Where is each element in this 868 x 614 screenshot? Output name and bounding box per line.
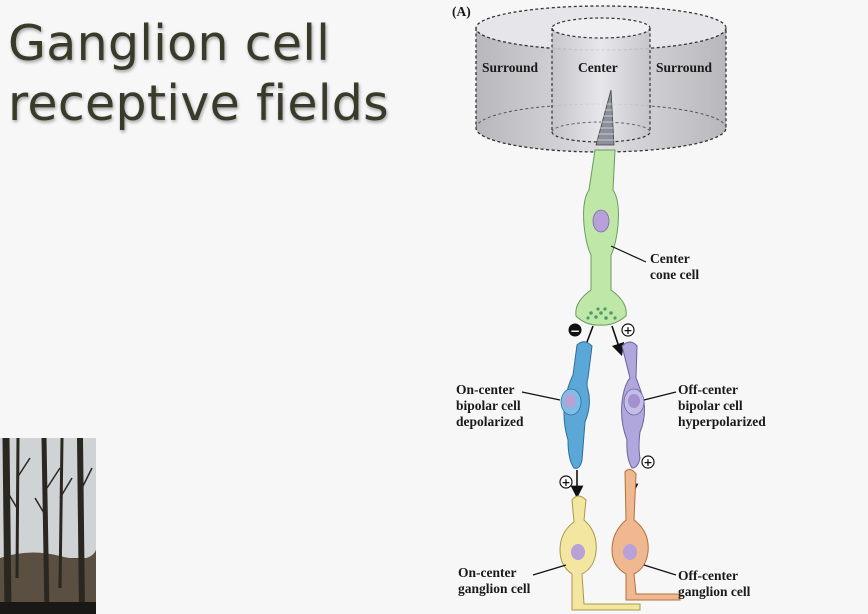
cone-cell [575,89,627,326]
off-center-ganglion-cell [611,468,681,601]
off-center-bipolar-cell [621,341,645,469]
cone-label-line2: cone cell [650,267,699,282]
on-bipolar-leader-line [521,391,561,401]
on-bipolar-label-line1: On-center [456,382,514,397]
slide-title: Ganglion cell receptive fields [8,14,389,134]
off-ganglion-label-line2: ganglion cell [678,584,751,599]
off-bipolar-label-line2: bipolar cell [678,398,743,413]
receptive-field-cylinder [475,5,727,153]
minus-sign-badge: − [568,323,582,338]
slide-title-line-1: Ganglion cell [8,15,331,72]
off-ganglion-label-line1: Off-center [678,568,738,583]
on-ganglion-leader-line [532,564,567,576]
cone-to-off-bipolar-arrow [611,325,625,357]
surround-right-label: Surround [656,60,713,75]
off-bipolar-label-line3: hyperpolarized [678,414,766,429]
plus-sign-badge-off: + [641,455,655,469]
on-bipolar-label-line2: bipolar cell [456,398,521,413]
on-ganglion-label-line2: ganglion cell [458,581,531,596]
on-bipolar-label-line3: depolarized [456,414,524,429]
plus-sign-badge-on: + [559,475,573,489]
svg-text:+: + [643,456,652,469]
plus-sign-badge-top: + [621,323,635,337]
surround-left-label: Surround [482,60,539,75]
on-center-bipolar-cell [560,341,593,469]
cone-label-line1: Center [650,251,690,266]
svg-text:+: + [623,324,632,337]
slide-title-line-2: receptive fields [8,75,390,132]
off-bipolar-leader-line [643,391,677,401]
svg-text:+: + [561,476,570,489]
presenter-webcam-thumbnail [0,438,96,614]
off-bipolar-label-line1: Off-center [678,382,738,397]
cone-leader-line [610,245,647,263]
webcam-scene-image [0,438,96,614]
on-center-ganglion-cell [559,495,641,611]
panel-label: (A) [452,4,471,19]
svg-text:−: − [570,324,580,338]
on-ganglion-label-line1: On-center [458,565,516,580]
center-label: Center [578,60,618,75]
off-ganglion-leader-line [643,564,677,576]
